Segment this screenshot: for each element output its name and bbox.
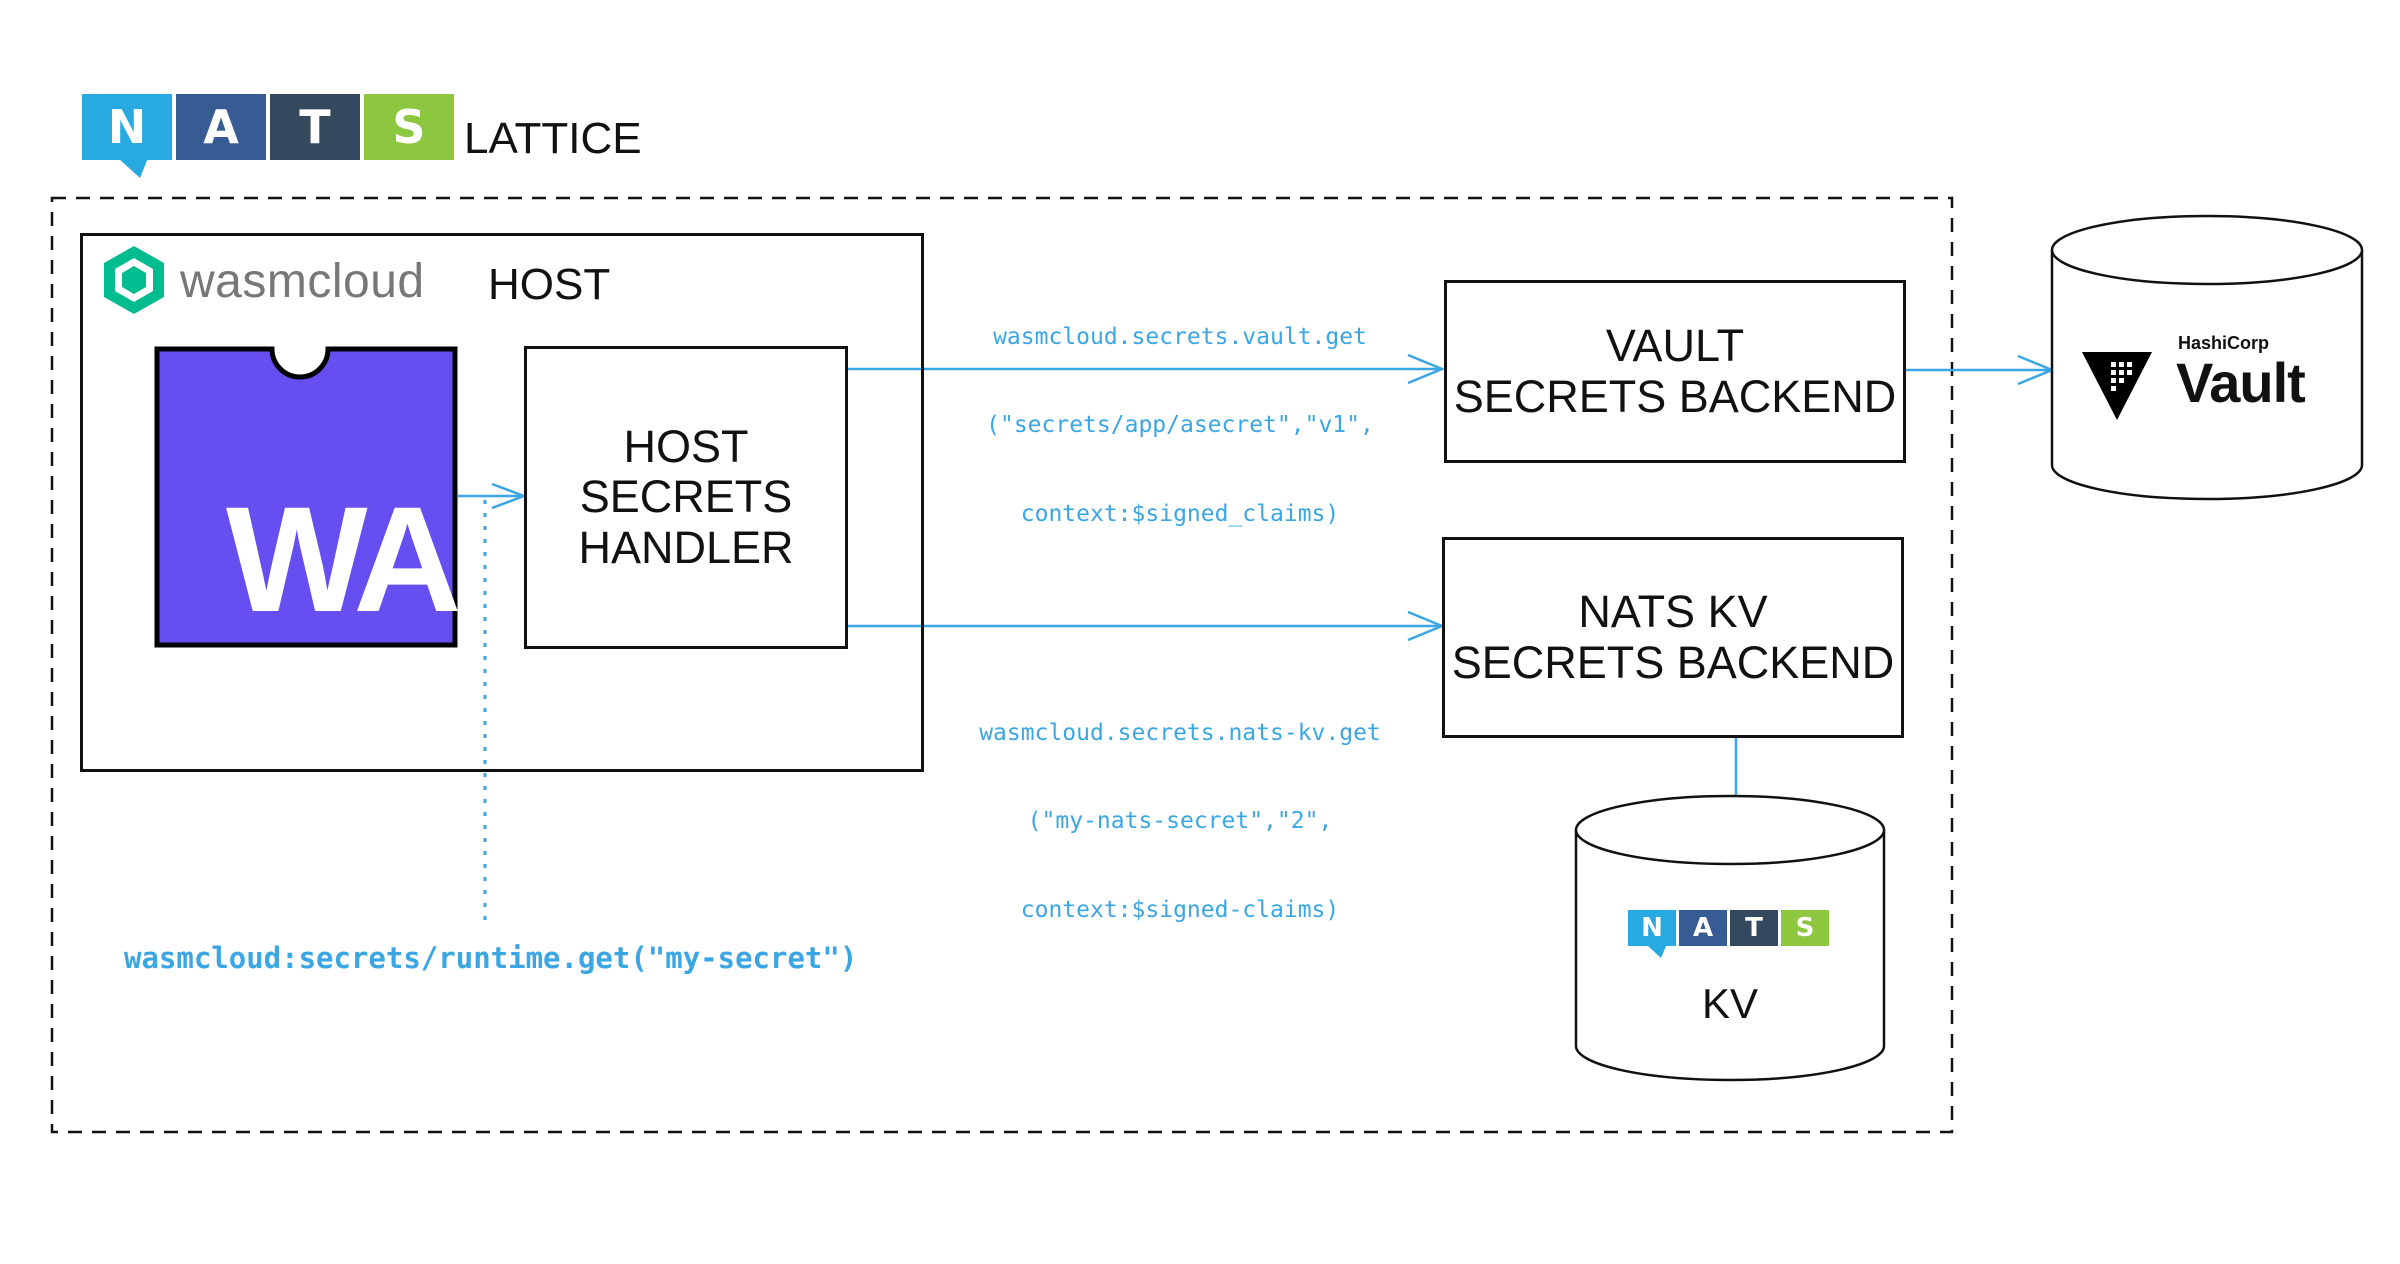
natskv-backend-line-1: NATS KV [1578, 586, 1768, 638]
wasmcloud-brand: wasmcloud [180, 255, 425, 308]
kv-nats-tile-a: A [1679, 910, 1727, 946]
nats-logo-tile-t: T [270, 94, 360, 160]
kv-nats-tile-s: S [1781, 910, 1829, 946]
lattice-label: LATTICE [464, 114, 642, 163]
natskv-backend-line-2: SECRETS BACKEND [1451, 636, 1895, 688]
handler-line-3: HANDLER [578, 521, 794, 573]
vault-get-call-line-1: wasmcloud.secrets.vault.get [993, 323, 1367, 350]
kv-nats-tile-t: T [1730, 910, 1778, 946]
nats-logo-tile-s: S [364, 94, 454, 160]
handler-to-vault-arrow [848, 353, 1446, 385]
vault-backend-line-1: VAULT [1605, 320, 1745, 372]
wasmcloud-hex-icon [104, 246, 164, 314]
natskv-get-call-line-1: wasmcloud.secrets.nats-kv.get [979, 719, 1381, 746]
vault-get-call-line-2: ("secrets/app/asecret","v1", [986, 412, 1374, 439]
vault-get-call-line-3: context:$signed_claims) [1020, 500, 1340, 527]
kv-nats-speech-tail [1648, 946, 1666, 958]
lattice-boundary [50, 196, 1954, 1134]
nats-logo-tile-a: A [176, 94, 266, 160]
natskv-secrets-backend-box: NATS KV SECRETS BACKEND [1442, 537, 1904, 738]
nats-logo: N A T S [82, 94, 454, 160]
vault-backend-line-2: SECRETS BACKEND [1453, 370, 1897, 422]
vault-get-call: wasmcloud.secrets.vault.get ("secrets/ap… [950, 264, 1410, 558]
handler-to-natskv-arrow [848, 610, 1446, 642]
natskv-get-call-line-3: context:$signed-claims) [1020, 896, 1340, 923]
vault-secrets-backend-box: VAULT SECRETS BACKEND [1444, 280, 1906, 463]
wasmcloud-host-box [80, 233, 924, 772]
vault-store-drum [2050, 214, 2364, 501]
handler-line-2: SECRETS [579, 471, 793, 523]
kv-nats-tile-n: N [1628, 910, 1676, 946]
wa-logo-text: WA [226, 475, 462, 643]
natskv-get-call-line-2: ("my-nats-secret","2", [1027, 808, 1333, 835]
handler-line-1: HOST [623, 420, 749, 472]
vault-company-label: HashiCorp [2178, 333, 2270, 353]
host-label: HOST [488, 260, 611, 309]
runtime-get-call: wasmcloud:secrets/runtime.get("my-secret… [124, 941, 858, 975]
nats-logo-speech-tail [118, 158, 148, 178]
host-secrets-handler-box: HOST SECRETS HANDLER [524, 346, 848, 649]
vault-product-label: Vault [2176, 351, 2306, 414]
nats-logo-tile-n: N [82, 94, 172, 160]
kv-nats-logo: N A T S [1628, 910, 1829, 946]
kv-store-drum [1574, 794, 1886, 1082]
vault-backend-to-store-arrow [1906, 354, 2056, 386]
natskv-get-call: wasmcloud.secrets.nats-kv.get ("my-nats-… [950, 660, 1410, 954]
webassembly-logo [154, 346, 458, 648]
kv-label: KV [1701, 980, 1759, 1027]
vault-triangle-icon [2082, 352, 2152, 420]
